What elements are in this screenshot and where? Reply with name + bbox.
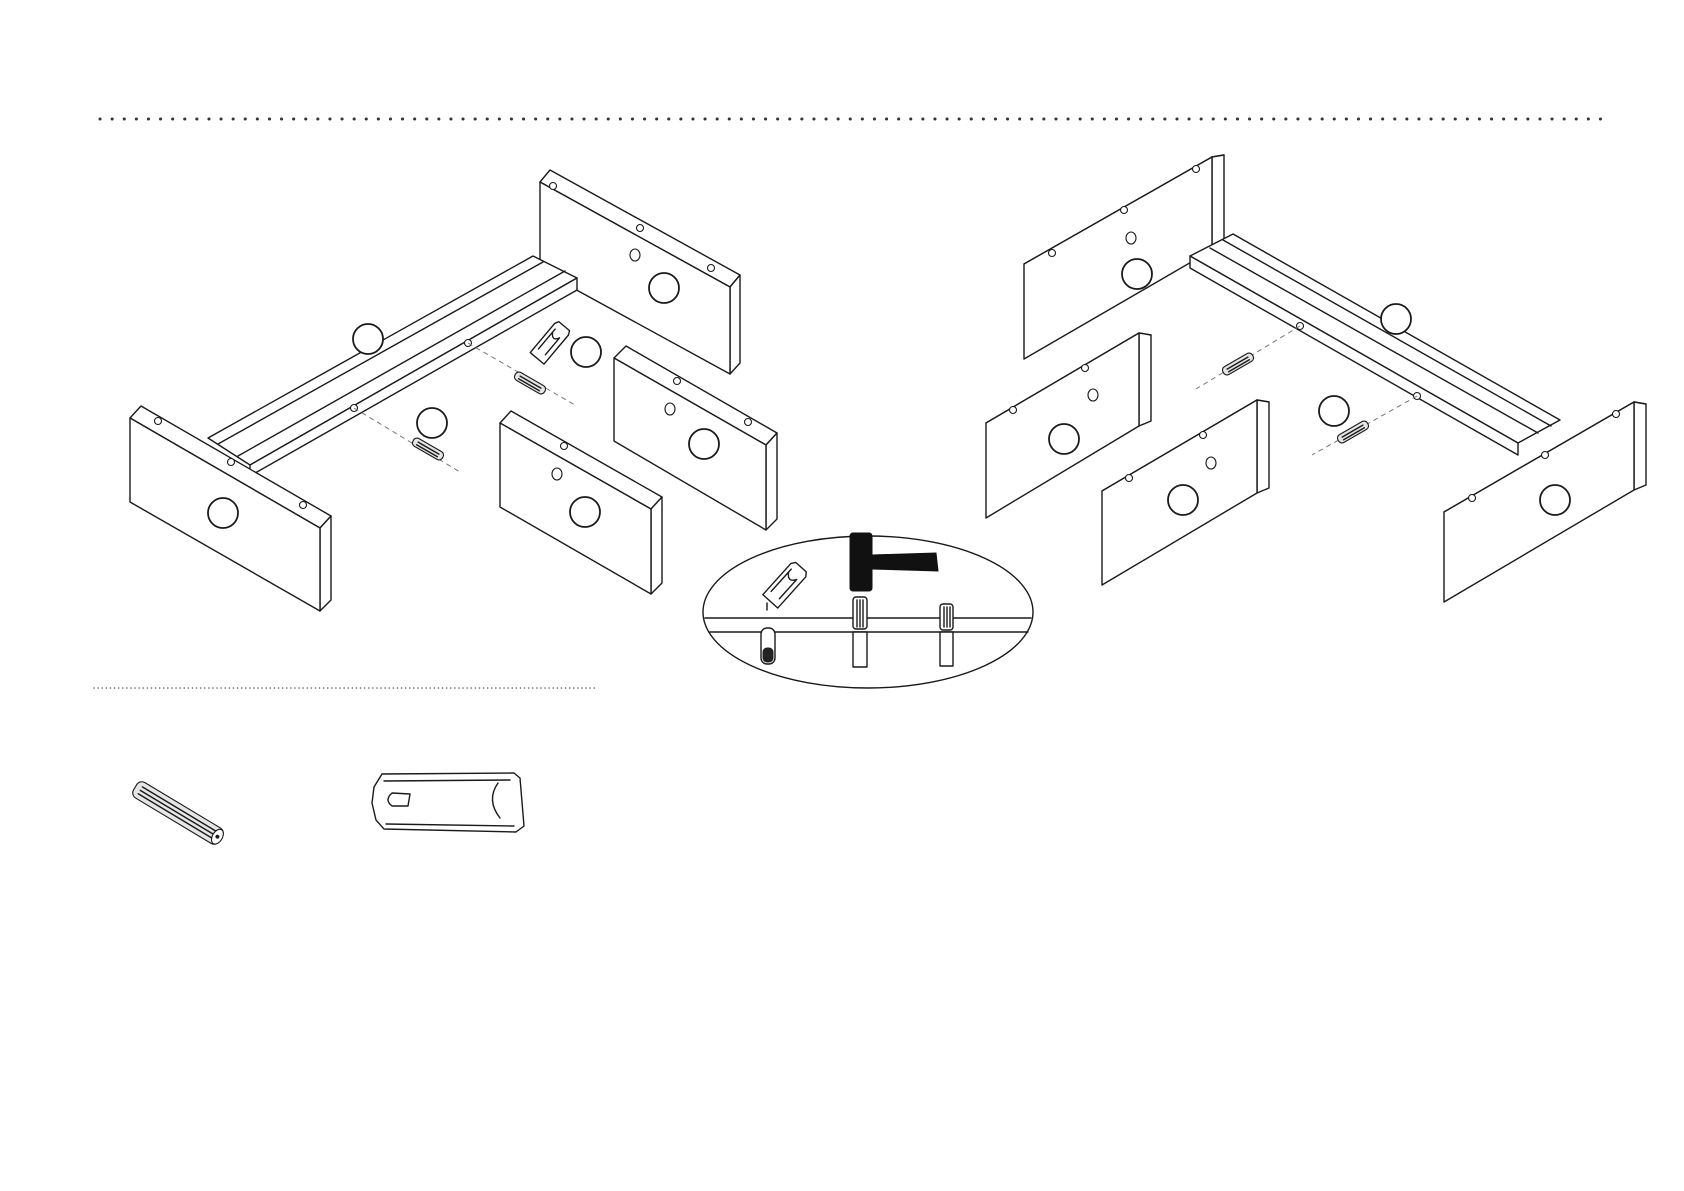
dowel-icon xyxy=(513,371,547,396)
part-callout xyxy=(1049,424,1079,454)
glue-tube-icon xyxy=(372,773,524,832)
left-assembly xyxy=(130,170,777,611)
part-callout xyxy=(353,324,383,354)
parts-legend xyxy=(131,773,524,847)
dowel-insertion-detail xyxy=(703,533,1033,688)
part-callout xyxy=(1381,304,1411,334)
dowel-icon xyxy=(1221,352,1255,377)
part-callout xyxy=(208,498,238,528)
part-callout xyxy=(1319,396,1349,426)
part-callout xyxy=(1540,485,1570,515)
right-assembly xyxy=(986,155,1646,602)
part-callout xyxy=(649,273,679,303)
part-callout xyxy=(1122,259,1152,289)
part-callout xyxy=(689,429,719,459)
wooden-dowel-icon xyxy=(131,780,227,847)
dowel-icon xyxy=(940,604,953,666)
dowel-icon xyxy=(411,437,445,462)
part-callout xyxy=(417,408,447,438)
glued-hole xyxy=(761,628,775,664)
glue-tube-icon xyxy=(530,320,571,364)
part-callout xyxy=(570,497,600,527)
dowel-icon xyxy=(853,597,867,667)
part-callout xyxy=(571,337,601,367)
part-callout xyxy=(1168,485,1198,515)
left-back-panel xyxy=(540,170,740,374)
